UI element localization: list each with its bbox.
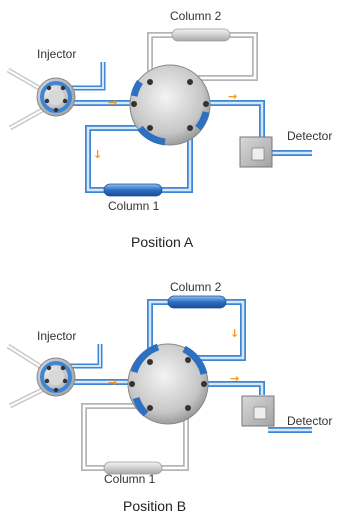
column-2-body-b bbox=[167, 295, 227, 309]
flow-arrow-a-2: ↓ bbox=[93, 148, 102, 161]
position-b-caption: Position B bbox=[123, 498, 186, 514]
diagram-position-a: → ↓ → Injector Column 2 Column 1 Detecto… bbox=[6, 9, 332, 250]
injector-b bbox=[6, 343, 103, 409]
column-1-body-b bbox=[103, 461, 163, 475]
flow-arrow-a-1: → bbox=[108, 96, 117, 109]
diagram-position-b: → ↓ → Injector Column 2 Column 1 Detecto… bbox=[6, 280, 332, 514]
column-1-body bbox=[103, 183, 163, 197]
column-1-label-b: Column 1 bbox=[104, 472, 156, 486]
flow-arrow-a-3: → bbox=[228, 90, 237, 103]
detector-a bbox=[239, 136, 273, 168]
switching-valve-b bbox=[127, 343, 209, 425]
active-loop-b bbox=[147, 295, 246, 362]
column-2-label-b: Column 2 bbox=[170, 280, 222, 294]
detector-label-b: Detector bbox=[287, 414, 332, 428]
flow-arrow-b-2: ↓ bbox=[230, 327, 239, 340]
injector-label-b: Injector bbox=[37, 329, 76, 343]
detector-b bbox=[241, 395, 275, 427]
injector-a bbox=[6, 62, 106, 131]
flow-arrow-b-1: → bbox=[108, 376, 117, 389]
flow-arrow-b-3: → bbox=[230, 372, 239, 385]
position-a-caption: Position A bbox=[131, 234, 194, 250]
column-1-label-a: Column 1 bbox=[108, 199, 160, 213]
switching-valve-a bbox=[129, 64, 211, 146]
active-loop-a bbox=[85, 125, 193, 197]
column-2-label-a: Column 2 bbox=[170, 9, 222, 23]
detector-label-a: Detector bbox=[287, 129, 332, 143]
injector-label-a: Injector bbox=[37, 47, 76, 61]
column-2-body bbox=[171, 28, 231, 42]
